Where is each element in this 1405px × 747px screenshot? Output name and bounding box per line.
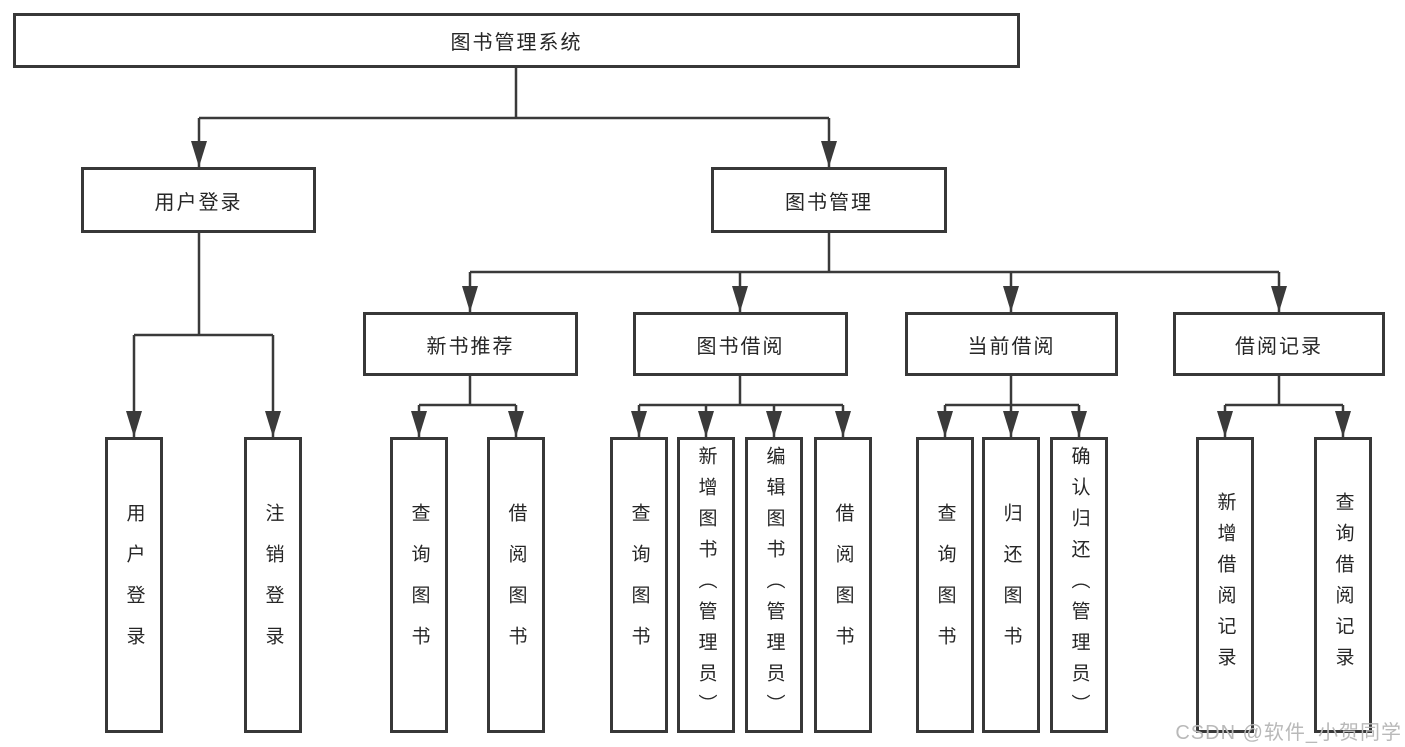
leaf-logout-login: 注销登录 <box>244 437 302 733</box>
leaf-query-books-current: 查询图书 <box>916 437 974 733</box>
node-root-label: 图书管理系统 <box>450 32 583 54</box>
node-new-book-recommend: 新书推荐 <box>363 312 578 376</box>
node-book-borrow: 图书借阅 <box>633 312 848 376</box>
node-current-borrow: 当前借阅 <box>905 312 1118 376</box>
node-borrow-records-label: 借阅记录 <box>1235 335 1323 358</box>
leaf-query-books-borrow: 查询图书 <box>610 437 668 733</box>
node-borrow-records: 借阅记录 <box>1173 312 1385 376</box>
leaf-query-books-borrow-label: 查询图书 <box>628 503 650 667</box>
leaf-query-books-current-label: 查询图书 <box>934 503 956 667</box>
leaf-add-borrow-record: 新增借阅记录 <box>1196 437 1254 733</box>
leaf-confirm-return-admin: 确认归还（管理员） <box>1050 437 1108 733</box>
node-new-book-recommend-label: 新书推荐 <box>426 335 515 358</box>
arrowheads <box>126 141 1351 437</box>
leaf-borrow-books-recommend: 借阅图书 <box>487 437 545 733</box>
leaf-borrow-books-label: 借阅图书 <box>832 503 854 667</box>
node-book-management-label: 图书管理 <box>785 191 873 214</box>
leaf-borrow-books: 借阅图书 <box>814 437 872 733</box>
leaf-query-books-recommend-label: 查询图书 <box>408 503 430 667</box>
leaf-add-books-admin: 新增图书（管理员） <box>677 437 735 733</box>
leaf-query-books-recommend: 查询图书 <box>390 437 448 733</box>
leaf-borrow-books-recommend-label: 借阅图书 <box>505 503 527 667</box>
leaf-edit-books-admin-label: 编辑图书（管理员） <box>763 445 785 725</box>
node-book-borrow-label: 图书借阅 <box>696 335 785 358</box>
node-root-system: 图书管理系统 <box>13 13 1020 68</box>
leaf-return-books-label: 归还图书 <box>1000 503 1022 667</box>
leaf-add-books-admin-label: 新增图书（管理员） <box>695 445 717 725</box>
leaf-return-books: 归还图书 <box>982 437 1040 733</box>
node-user-login: 用户登录 <box>81 167 316 233</box>
node-book-management: 图书管理 <box>711 167 947 233</box>
leaf-confirm-return-admin-label: 确认归还（管理员） <box>1068 445 1090 725</box>
node-current-borrow-label: 当前借阅 <box>967 335 1056 358</box>
leaf-edit-books-admin: 编辑图书（管理员） <box>745 437 803 733</box>
leaf-query-borrow-record: 查询借阅记录 <box>1314 437 1372 733</box>
leaf-user-login-label: 用户登录 <box>123 503 145 667</box>
leaf-logout-login-label: 注销登录 <box>262 503 284 667</box>
leaf-query-borrow-record-label: 查询借阅记录 <box>1332 492 1354 678</box>
leaf-user-login: 用户登录 <box>105 437 163 733</box>
node-user-login-label: 用户登录 <box>154 191 243 214</box>
csdn-watermark: CSDN @软件_小贺同学 <box>1175 722 1402 744</box>
leaf-add-borrow-record-label: 新增借阅记录 <box>1214 492 1236 678</box>
